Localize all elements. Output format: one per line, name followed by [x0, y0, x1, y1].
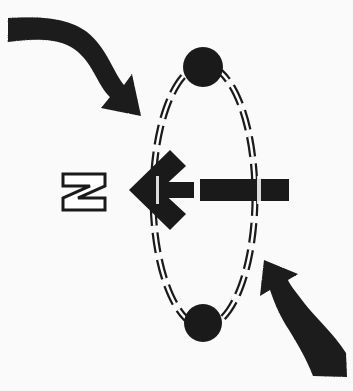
- bottom-right-curved-arrow-icon: [260, 260, 347, 377]
- bottom-charge: [184, 304, 222, 342]
- top-left-curved-arrow-icon: [8, 17, 141, 116]
- letter-n-icon: [63, 174, 105, 210]
- top-charge: [183, 47, 223, 87]
